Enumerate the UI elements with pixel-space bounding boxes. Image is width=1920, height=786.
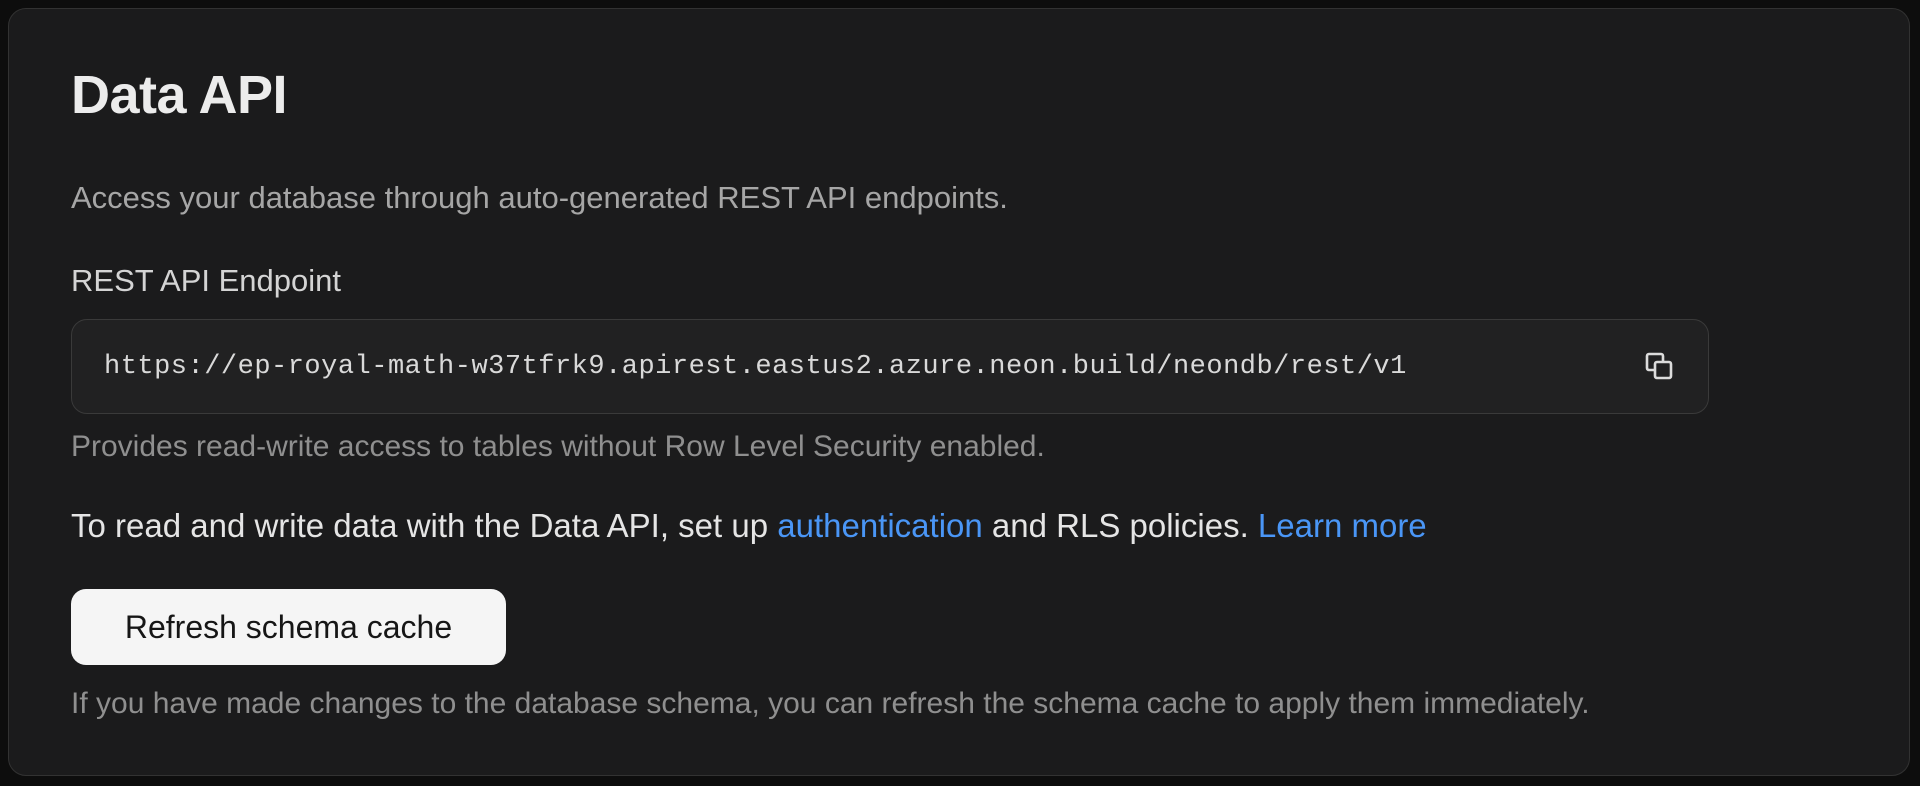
endpoint-helper-text: Provides read-write access to tables wit… xyxy=(71,430,1045,463)
rest-api-endpoint-label: REST API Endpoint xyxy=(71,263,341,298)
page-description: Access your database through auto-genera… xyxy=(71,180,1008,215)
auth-note: To read and write data with the Data API… xyxy=(71,504,1847,548)
rest-api-endpoint-field xyxy=(71,319,1709,414)
copy-endpoint-button[interactable] xyxy=(1634,341,1686,393)
endpoint-url-input[interactable] xyxy=(104,351,1634,382)
auth-note-prefix: To read and write data with the Data API… xyxy=(71,507,778,544)
page-title: Data API xyxy=(71,65,288,125)
auth-note-middle: and RLS policies. xyxy=(982,507,1258,544)
refresh-helper-text: If you have made changes to the database… xyxy=(71,687,1590,720)
copy-icon xyxy=(1643,350,1677,384)
data-api-card: Data API Access your database through au… xyxy=(8,8,1910,776)
refresh-schema-cache-button[interactable]: Refresh schema cache xyxy=(71,589,506,665)
learn-more-link[interactable]: Learn more xyxy=(1257,507,1427,544)
authentication-link[interactable]: authentication xyxy=(777,507,983,544)
